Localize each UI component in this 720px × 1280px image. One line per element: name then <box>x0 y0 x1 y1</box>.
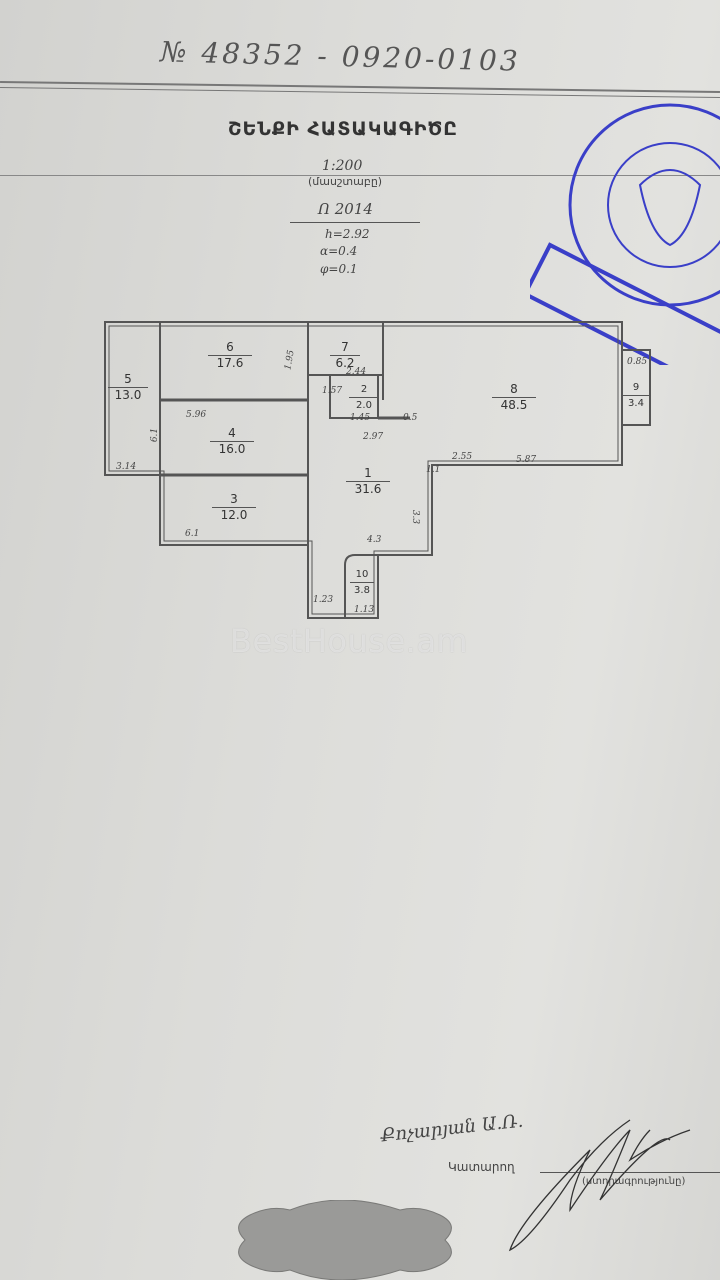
dimension: 2.44 <box>346 367 367 377</box>
dimension: 1.45 <box>350 413 371 423</box>
scale-caption: (մասշտաբը) <box>308 175 383 188</box>
dimension: 6.1 <box>185 529 200 539</box>
official-stamp <box>530 103 720 365</box>
signature-caption: (ստորագրությունը) <box>582 1176 686 1187</box>
dimension: 0.85 <box>627 357 648 367</box>
dimension: 1.57 <box>322 386 343 396</box>
signature-line <box>540 1172 720 1173</box>
dimension: 5.96 <box>186 410 207 420</box>
document-title: ՇԵՆՔԻ ՀԱՏԱԿԱԳԻԾԸ <box>228 118 458 140</box>
height-phi: φ=0.1 <box>320 262 358 276</box>
floor-note: Ո 2014 <box>318 200 373 218</box>
dimension: 1.23 <box>313 595 334 605</box>
decorative-emblem-frame <box>238 1200 452 1280</box>
scale-value: 1:200 <box>322 158 363 174</box>
dimension: 2.55 <box>452 452 473 462</box>
performer-label: Կատարող <box>448 1160 515 1174</box>
scale-rule <box>0 175 720 176</box>
dimension: 3.14 <box>116 462 137 472</box>
dimension: 3.3 <box>410 509 421 525</box>
dimension: 0.5 <box>403 413 418 423</box>
dimension: 6.1 <box>150 427 161 443</box>
plan-outline-inner <box>108 325 619 615</box>
height-h: h=2.92 <box>325 227 370 241</box>
floor-plan <box>104 321 651 619</box>
dimension: 4.3 <box>367 535 382 545</box>
height-alpha: α=0.4 <box>320 244 358 258</box>
dimension: 2.97 <box>363 432 384 442</box>
watermark: BestHouse.am <box>230 622 469 660</box>
floor-note-underline <box>290 222 420 223</box>
signature <box>508 1119 691 1252</box>
dimension: 1.13 <box>354 605 375 615</box>
dimension: 5.87 <box>516 455 537 465</box>
dimension: 1.1 <box>426 465 441 475</box>
